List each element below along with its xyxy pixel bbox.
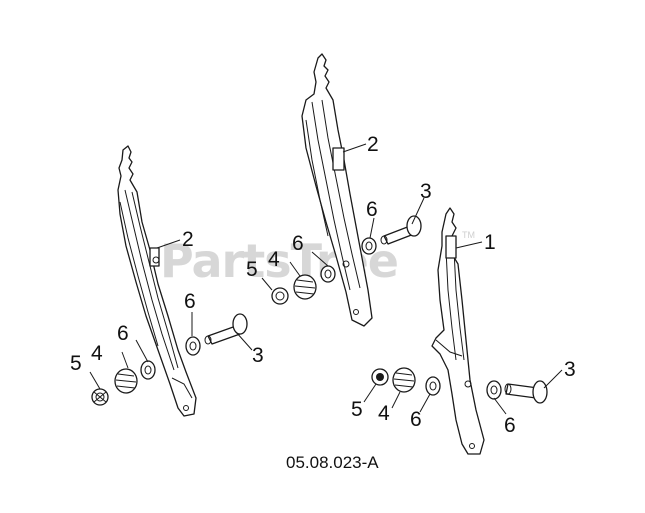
nut-middle <box>271 287 289 305</box>
callout-5-right: 5 <box>351 398 363 421</box>
callout-4-right: 4 <box>378 402 390 425</box>
pin-right <box>504 380 548 404</box>
callout-6-right-a: 6 <box>410 408 422 431</box>
callout-1: 1 <box>484 231 496 254</box>
callout-6-middle-a: 6 <box>292 232 304 255</box>
nut-right <box>371 368 389 386</box>
washer-left-a <box>140 360 156 380</box>
bracket-middle <box>301 53 373 327</box>
callout-3-left: 3 <box>252 344 264 367</box>
callout-4-middle: 4 <box>268 248 280 271</box>
washer-right-b <box>486 380 502 400</box>
spring-right <box>392 367 416 393</box>
callout-3-right: 3 <box>564 358 576 381</box>
washer-middle-a <box>320 265 336 283</box>
washer-right-a <box>425 376 441 396</box>
callout-4-left: 4 <box>91 342 103 365</box>
callout-5-middle: 5 <box>246 258 258 281</box>
nut-left <box>91 388 109 406</box>
callout-2-left: 2 <box>182 228 194 251</box>
bracket-left <box>117 145 197 417</box>
bracket-right <box>431 207 485 455</box>
drawing-number: 05.08.023-A <box>286 453 379 472</box>
callout-3-middle: 3 <box>420 180 432 203</box>
callout-6-left-b: 6 <box>184 290 196 313</box>
watermark-trademark: TM <box>462 230 475 240</box>
washer-left-b <box>185 336 201 356</box>
callout-2-middle: 2 <box>367 133 379 156</box>
pin-left <box>204 313 248 345</box>
callout-6-middle-b: 6 <box>366 198 378 221</box>
spring-middle <box>293 274 317 300</box>
pin-middle <box>380 215 422 245</box>
callout-6-right-b: 6 <box>504 414 516 437</box>
leader-lines <box>89 143 563 415</box>
washer-middle-b <box>361 237 377 255</box>
callout-6-left-a: 6 <box>117 322 129 345</box>
callout-5-left: 5 <box>70 352 82 375</box>
spring-left <box>114 368 138 394</box>
